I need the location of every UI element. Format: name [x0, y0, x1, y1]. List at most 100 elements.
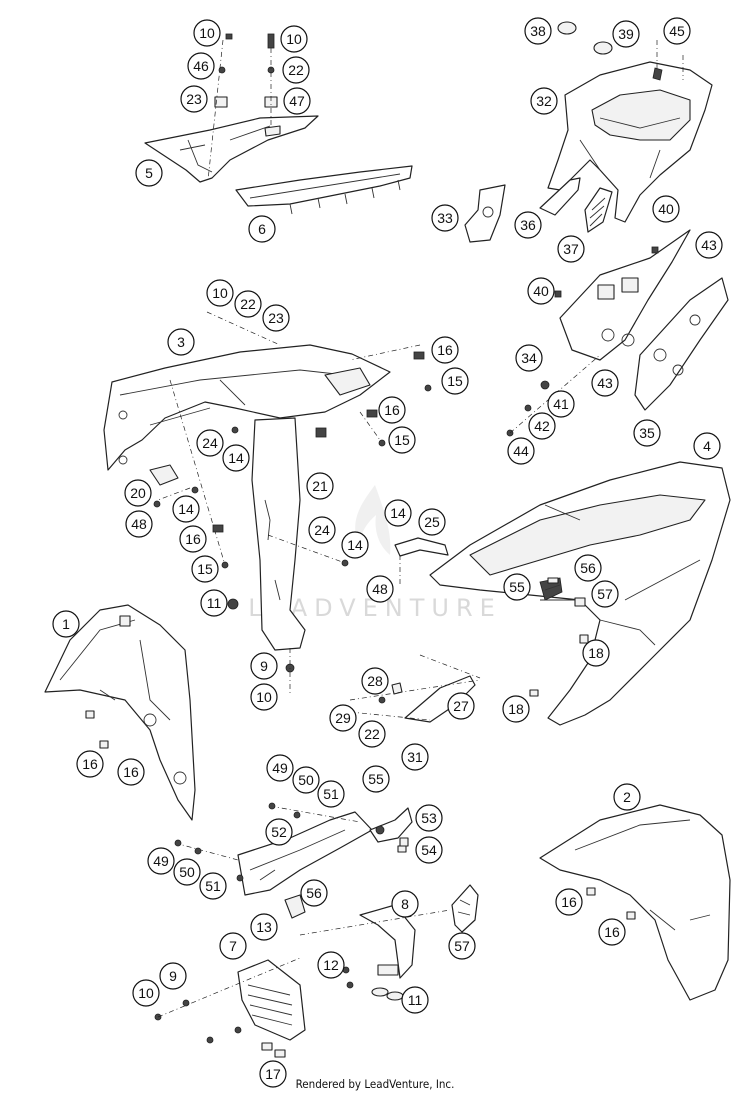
callout-number: 50: [298, 772, 314, 788]
callout-circle: [591, 369, 619, 397]
callout-number: 40: [658, 201, 674, 217]
callout-number: 31: [407, 749, 423, 765]
callout-circle: [52, 610, 80, 638]
callout-number: 54: [421, 842, 437, 858]
callout-number: 14: [347, 537, 363, 553]
callout-number: 7: [229, 938, 237, 954]
callout-number: 8: [401, 896, 409, 912]
callout-number: 13: [256, 919, 272, 935]
callout-number: 20: [130, 485, 146, 501]
callout-number: 22: [240, 296, 256, 312]
callout-31: 31: [401, 743, 429, 771]
callout-number: 10: [286, 31, 302, 47]
callout-number: 40: [533, 283, 549, 299]
callout-number: 24: [202, 435, 218, 451]
callout-40: 40: [527, 277, 555, 305]
part-7-grille: [237, 959, 306, 1041]
callout-circle: [167, 328, 195, 356]
part-36-reflector-bracket: [539, 177, 581, 216]
part-34-side-cover-left: [559, 229, 691, 361]
callout-number: 28: [367, 673, 383, 689]
callout-number: 52: [271, 824, 287, 840]
callout-circle: [384, 499, 412, 527]
callout-16: 16: [179, 525, 207, 553]
callout-number: 15: [394, 432, 410, 448]
callout-number: 34: [521, 350, 537, 366]
callout-38: 38: [524, 17, 552, 45]
callout-9: 9: [159, 962, 187, 990]
callout-circle: [524, 17, 552, 45]
callout-circle: [196, 429, 224, 457]
callout-number: 2: [623, 789, 631, 805]
callout-48: 48: [125, 510, 153, 538]
callout-number: 36: [520, 217, 536, 233]
part-21-front-side-panel: [251, 417, 327, 651]
callout-1: 1: [52, 610, 80, 638]
callout-number: 53: [421, 810, 437, 826]
callout-number: 44: [513, 443, 529, 459]
callout-circle: [415, 804, 443, 832]
callout-circle: [341, 531, 369, 559]
callout-number: 24: [314, 522, 330, 538]
callout-54: 54: [415, 836, 443, 864]
part-5-seat-bracket: [144, 115, 319, 183]
callout-41: 41: [547, 390, 575, 418]
callout-number: 27: [453, 698, 469, 714]
callout-circle: [172, 495, 200, 523]
callout-42: 42: [528, 412, 556, 440]
callout-number: 33: [437, 210, 453, 226]
callout-57: 57: [448, 932, 476, 960]
callout-circle: [117, 758, 145, 786]
callout-circle: [193, 19, 221, 47]
callout-number: 49: [272, 760, 288, 776]
callout-circle: [199, 872, 227, 900]
callout-circle: [530, 87, 558, 115]
fasteners-3-group: [153, 311, 432, 695]
callout-circle: [555, 888, 583, 916]
callout-circle: [515, 344, 543, 372]
callout-circle: [514, 211, 542, 239]
callout-number: 23: [268, 310, 284, 326]
callout-number: 29: [335, 710, 351, 726]
callout-circle: [547, 390, 575, 418]
callout-8: 8: [391, 890, 419, 918]
callout-circle: [693, 432, 721, 460]
callout-number: 18: [588, 645, 604, 661]
callout-number: 47: [289, 93, 305, 109]
part-2-front-fender-panel: [539, 804, 731, 1001]
callout-circle: [300, 879, 328, 907]
callout-40: 40: [652, 195, 680, 223]
callout-circle: [76, 750, 104, 778]
callout-circle: [361, 667, 389, 695]
callout-circle: [306, 472, 334, 500]
callout-circle: [447, 692, 475, 720]
callout-number: 11: [207, 595, 222, 611]
part-6-rail: [235, 165, 413, 215]
callout-number: 3: [177, 334, 185, 350]
callout-circle: [507, 437, 535, 465]
callout-number: 39: [618, 26, 634, 42]
callout-circle: [219, 932, 247, 960]
callout-48: 48: [366, 575, 394, 603]
callout-16: 16: [555, 888, 583, 916]
part-27-bracket: [349, 654, 481, 723]
part-3-front-fairing: [103, 344, 391, 471]
callout-circle: [582, 639, 610, 667]
callout-44: 44: [507, 437, 535, 465]
callout-circle: [431, 204, 459, 232]
callout-number: 38: [530, 23, 546, 39]
callout-49: 49: [147, 847, 175, 875]
callout-circle: [191, 555, 219, 583]
callout-circle: [250, 652, 278, 680]
callout-14: 14: [222, 444, 250, 472]
callout-56: 56: [300, 879, 328, 907]
callout-number: 51: [205, 878, 221, 894]
callout-51: 51: [317, 780, 345, 808]
callout-circle: [502, 695, 530, 723]
callout-circle: [431, 336, 459, 364]
callout-51: 51: [199, 872, 227, 900]
callout-circle: [250, 683, 278, 711]
callout-number: 56: [306, 885, 322, 901]
fasteners-bottom-group: [154, 577, 559, 1058]
